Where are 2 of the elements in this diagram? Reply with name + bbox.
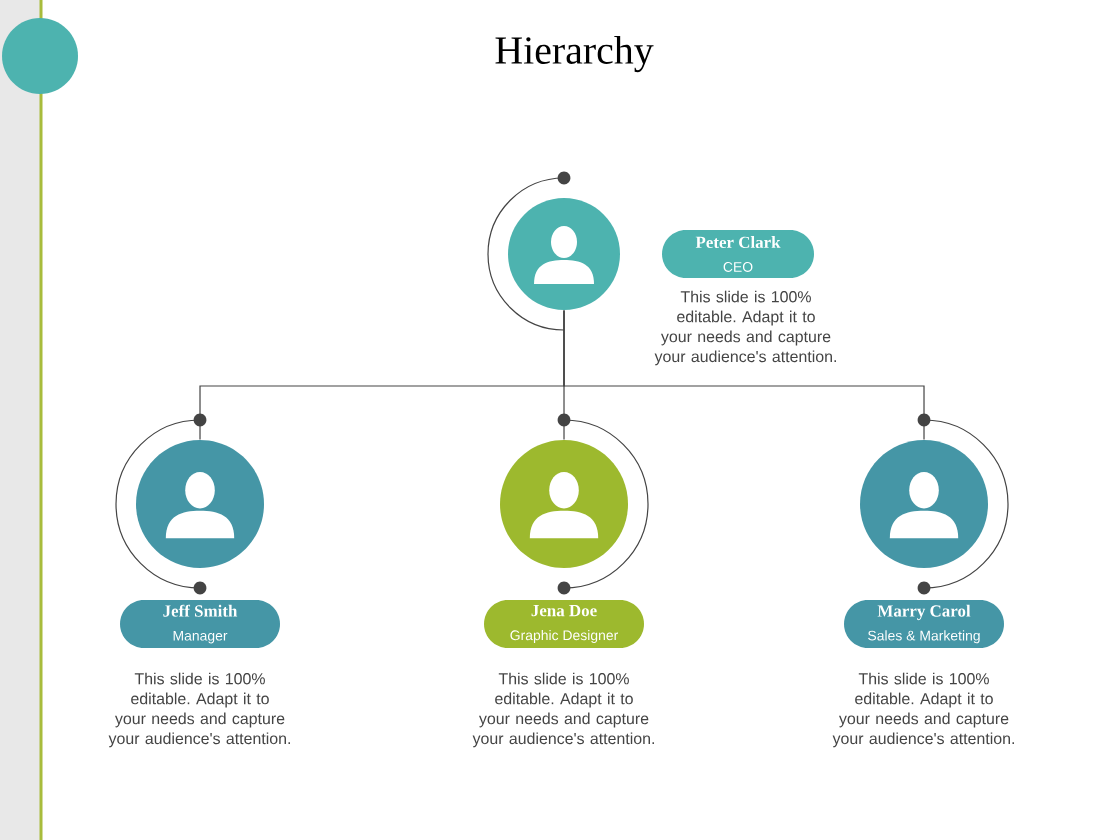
title: Hierarchy <box>495 35 654 73</box>
connector <box>563 309 925 441</box>
